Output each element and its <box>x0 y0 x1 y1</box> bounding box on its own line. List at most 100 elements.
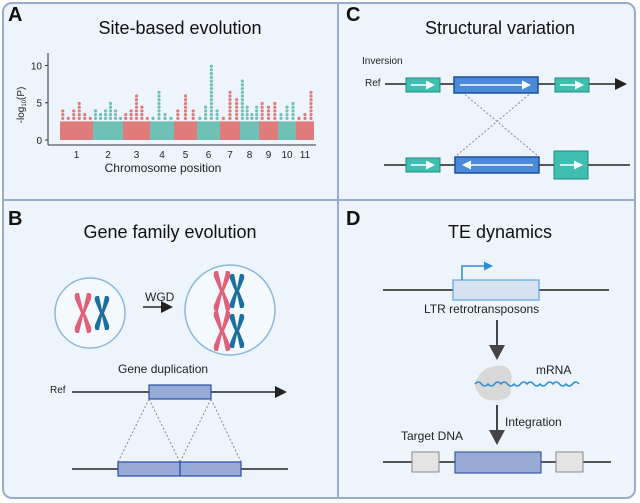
data-point <box>279 116 283 120</box>
data-point <box>209 116 213 120</box>
data-point <box>163 116 167 120</box>
x-tick-label: 2 <box>105 150 111 161</box>
data-point <box>266 109 271 113</box>
data-point <box>228 94 232 98</box>
data-point <box>235 105 239 109</box>
data-point <box>235 101 239 106</box>
data-point <box>209 90 213 94</box>
data-point <box>83 113 87 117</box>
cross-line <box>455 91 533 157</box>
data-point <box>157 94 161 98</box>
data-point <box>309 98 313 102</box>
chromosome-band <box>60 121 93 140</box>
data-point <box>209 83 213 87</box>
data-point <box>273 109 277 113</box>
gene-duplication-label: Gene duplication <box>118 362 209 376</box>
data-point <box>134 105 139 109</box>
data-point <box>240 94 244 98</box>
data-point <box>285 105 289 109</box>
chromosome-band <box>240 121 259 140</box>
data-point <box>245 105 249 109</box>
cross-line <box>461 91 539 157</box>
axes <box>45 53 316 146</box>
data-point <box>235 113 239 117</box>
data-point <box>291 109 295 113</box>
x-tick-label: 7 <box>227 150 233 161</box>
data-point <box>129 109 133 113</box>
baseline-bands <box>60 121 314 140</box>
data-point <box>103 116 108 120</box>
data-point <box>169 116 173 120</box>
data-point <box>129 116 133 120</box>
data-point <box>183 98 188 102</box>
data-point <box>191 109 195 113</box>
data-point <box>183 109 188 113</box>
data-point <box>113 116 118 120</box>
data-point <box>124 113 128 117</box>
data-point <box>255 105 259 109</box>
data-point <box>255 113 259 117</box>
x-tick-label: 9 <box>266 150 272 161</box>
data-point <box>309 109 313 113</box>
data-point <box>140 113 144 117</box>
y-axis-label: -log10(P) <box>16 87 28 124</box>
data-point <box>113 109 118 113</box>
x-tick-label: 5 <box>183 150 189 161</box>
data-point <box>134 101 139 106</box>
inversion-diagram <box>384 76 630 180</box>
data-points <box>61 64 313 120</box>
data-point <box>157 116 161 120</box>
panel-divider-horizontal <box>2 199 636 201</box>
ref-label-c: Ref <box>365 78 381 89</box>
data-point <box>260 105 264 109</box>
ltr-element <box>452 279 540 301</box>
data-point <box>124 116 128 120</box>
data-point <box>260 113 264 117</box>
data-point <box>209 109 213 113</box>
data-point <box>240 109 244 113</box>
svg-text:-log10(P): -log10(P) <box>16 87 28 124</box>
chromosome-band <box>150 121 174 140</box>
data-point <box>255 109 259 113</box>
mrna-wave <box>474 381 580 387</box>
panel-title-d: TE dynamics <box>447 222 553 242</box>
panel-label-c: C <box>346 4 361 26</box>
data-point <box>240 105 244 109</box>
data-point <box>273 116 277 120</box>
data-point <box>72 113 76 117</box>
data-point <box>151 116 155 120</box>
data-point <box>209 64 213 68</box>
data-point <box>260 116 264 120</box>
data-point <box>61 116 65 120</box>
data-point <box>240 79 244 83</box>
data-point <box>163 113 167 117</box>
data-point <box>297 116 301 120</box>
y-tick-label: 0 <box>36 136 42 147</box>
data-point <box>157 109 161 113</box>
data-point <box>113 113 118 117</box>
data-point <box>176 109 180 113</box>
data-point <box>285 116 289 120</box>
data-point <box>88 116 92 120</box>
data-point <box>209 105 213 109</box>
data-point <box>215 109 219 113</box>
data-point <box>228 90 232 94</box>
data-point <box>103 109 108 113</box>
data-point <box>204 105 208 109</box>
data-point <box>309 105 313 109</box>
data-point <box>83 116 87 120</box>
data-point <box>108 116 113 120</box>
inserted-te <box>454 451 542 474</box>
data-point <box>72 116 76 120</box>
data-point <box>108 113 113 117</box>
data-point <box>176 116 180 120</box>
data-point <box>255 116 259 120</box>
data-point <box>134 94 139 98</box>
data-point <box>118 116 123 120</box>
data-point <box>240 116 244 120</box>
data-point <box>309 116 313 120</box>
data-point <box>240 86 244 91</box>
